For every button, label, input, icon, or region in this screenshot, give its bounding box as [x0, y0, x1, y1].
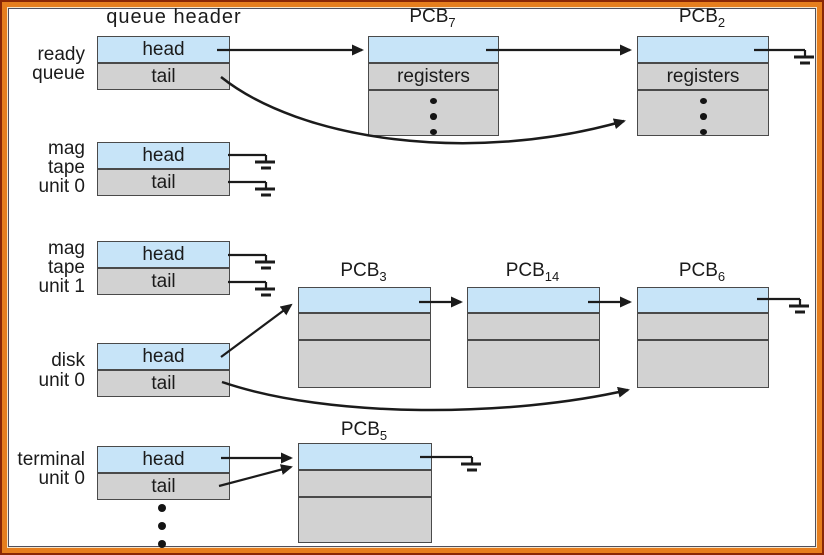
- queue-box-terminal-unit-0: head tail: [97, 446, 230, 500]
- pcb7-label: PCB7: [368, 6, 497, 30]
- queue-tail-label: tail: [151, 270, 176, 292]
- pcb7-registers-field: registers: [369, 64, 498, 91]
- pcb3-label-base: PCB: [340, 260, 380, 281]
- pcb5-body-field: [299, 498, 431, 542]
- pcb2-label-sub: 2: [717, 14, 726, 30]
- queue-tail-cell: tail: [98, 474, 229, 499]
- queue-head-cell: head: [98, 143, 229, 170]
- pcb3-mid-field: [299, 314, 430, 341]
- queue-head-cell: head: [98, 344, 229, 371]
- pcb3-label-sub: 3: [379, 268, 387, 284]
- ground-link-mag-tape-1-head: [228, 253, 275, 270]
- pcb5-label: PCB5: [298, 419, 430, 443]
- queue-head-cell: head: [98, 242, 229, 269]
- arrow-disk-head-to-pcb3: [220, 303, 293, 358]
- pcb3-box: [298, 287, 431, 388]
- queue-label-ready-queue: ready queue: [32, 44, 85, 84]
- pcb14-link-field: [468, 288, 599, 314]
- pcb14-label: PCB14: [467, 260, 598, 284]
- queue-tail-label: tail: [151, 171, 176, 193]
- pcb6-label-sub: 6: [717, 268, 726, 284]
- pcb2-box: registers: [637, 36, 769, 136]
- queue-head-label: head: [142, 38, 185, 60]
- queue-tail-cell: tail: [98, 64, 229, 89]
- queue-box-disk-unit-0: head tail: [97, 343, 230, 397]
- pcb14-label-sub: 14: [544, 268, 560, 284]
- pcb14-body-field: [468, 341, 599, 387]
- pcb5-mid-field: [299, 471, 431, 498]
- pcb2-label-base: PCB: [678, 6, 718, 27]
- ellipsis-dot: [430, 128, 437, 135]
- ellipsis-dot: [158, 504, 166, 512]
- ellipsis-dot: [699, 98, 707, 105]
- queue-head-cell: head: [98, 447, 229, 474]
- pcb2-label: PCB2: [637, 6, 767, 30]
- pcb6-label: PCB6: [637, 260, 767, 284]
- queue-tail-cell: tail: [98, 371, 229, 396]
- ellipsis-dot: [430, 113, 437, 120]
- pcb2-link-field: [638, 37, 768, 64]
- ground-link-mag-tape-1-tail: [228, 280, 275, 297]
- pcb6-box: [637, 287, 769, 388]
- terminal-queue-ellipsis: [158, 504, 166, 548]
- pcb6-label-base: PCB: [678, 260, 718, 281]
- queue-tail-cell: tail: [98, 269, 229, 294]
- queue-head-cell: head: [98, 37, 229, 64]
- pcb7-body-field: [369, 91, 498, 135]
- pcb2-registers-field: registers: [638, 64, 768, 91]
- pcb3-link-field: [299, 288, 430, 314]
- pcb6-body-field: [638, 341, 768, 387]
- queue-box-mag-tape-unit-0: head tail: [97, 142, 230, 196]
- ground-link-mag-tape-0-head: [228, 153, 275, 170]
- pcb3-body-field: [299, 341, 430, 387]
- queue-header-label: queue header: [106, 6, 242, 28]
- queue-label-mag-tape-unit-0: mag tape unit 0: [38, 138, 85, 197]
- queue-box-mag-tape-unit-1: head tail: [97, 241, 230, 295]
- pcb7-box: registers: [368, 36, 499, 136]
- pcb7-link-field: [369, 37, 498, 64]
- ellipsis-dot: [158, 540, 166, 548]
- pcb6-mid-field: [638, 314, 768, 341]
- queue-head-label: head: [142, 243, 185, 265]
- pcb3-label: PCB3: [298, 260, 429, 284]
- pcb5-link-field: [299, 444, 431, 471]
- pcb5-label-sub: 5: [379, 427, 388, 443]
- pcb5-label-base: PCB: [340, 419, 380, 440]
- ellipsis-dot: [699, 113, 707, 120]
- queue-tail-label: tail: [151, 372, 176, 394]
- registers-label: registers: [397, 65, 470, 87]
- queue-label-terminal-unit-0: terminal unit 0: [17, 449, 85, 489]
- pcb2-body-field: [638, 91, 768, 135]
- pcb6-link-field: [638, 288, 768, 314]
- ellipsis-dot: [430, 98, 437, 105]
- pcb14-label-base: PCB: [505, 260, 545, 281]
- ellipsis-dot: [699, 128, 707, 135]
- queue-tail-label: tail: [151, 475, 176, 497]
- queue-box-ready-queue: head tail: [97, 36, 230, 90]
- queue-head-label: head: [142, 144, 185, 166]
- queue-label-mag-tape-unit-1: mag tape unit 1: [38, 238, 85, 297]
- pcb7-label-sub: 7: [448, 14, 456, 30]
- pcb5-box: [298, 443, 432, 543]
- ellipsis-dot: [158, 522, 166, 530]
- queue-head-label: head: [142, 345, 185, 367]
- queue-tail-cell: tail: [98, 170, 229, 195]
- registers-label: registers: [666, 65, 740, 87]
- pcb14-box: [467, 287, 600, 388]
- pcb7-label-base: PCB: [409, 6, 449, 27]
- queue-head-label: head: [142, 448, 185, 470]
- ground-link-mag-tape-0-tail: [228, 180, 275, 197]
- pcb14-mid-field: [468, 314, 599, 341]
- queue-tail-label: tail: [151, 65, 176, 87]
- queue-label-disk-unit-0: disk unit 0: [38, 350, 85, 391]
